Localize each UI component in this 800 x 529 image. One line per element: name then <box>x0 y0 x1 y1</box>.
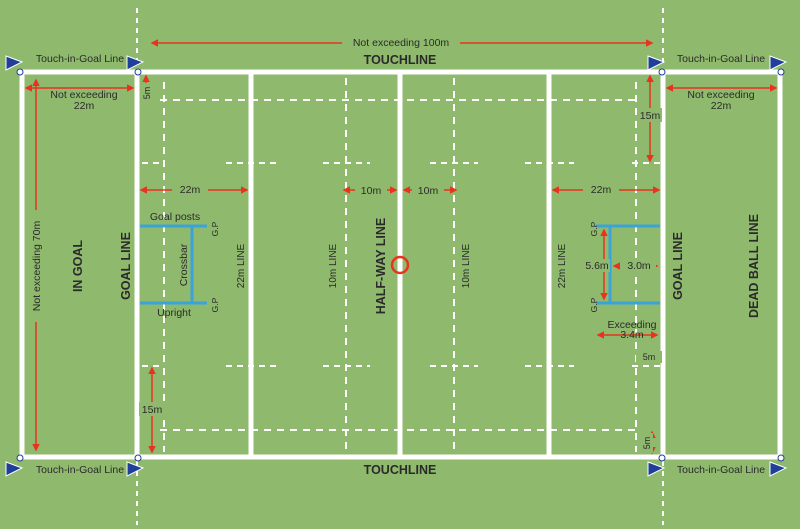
flag-icon <box>5 454 24 477</box>
dim-10m-left-label: 10m <box>361 185 382 197</box>
in-goal-left-dim-line2: 22m <box>74 100 95 112</box>
touch-in-goal-bottom-right-label: Touch-in-Goal Line <box>677 464 765 476</box>
goal-posts-left <box>140 224 207 305</box>
goal-line-extensions <box>136 8 664 525</box>
field-outline <box>19 69 783 460</box>
flag-icon <box>5 55 24 76</box>
crossbar-label: Crossbar <box>178 243 190 286</box>
dim-15m-bottom-left-label: 15m <box>142 404 163 416</box>
gp-right-bottom-label: G.P <box>589 297 599 312</box>
corner-flags <box>5 55 788 477</box>
dim-5-6m-label: 5.6m <box>585 260 609 272</box>
in-goal-right-dim-line2: 22m <box>711 100 732 112</box>
touch-in-goal-bottom-left-label: Touch-in-Goal Line <box>36 464 124 476</box>
line-22m-right-label: 22m LINE <box>557 243 568 288</box>
in-goal-right-dim-line1: Not exceeding <box>687 89 754 101</box>
dim-10m-right-label: 10m <box>418 185 439 197</box>
flag-icon <box>769 55 788 76</box>
upright-label: Upright <box>157 307 191 319</box>
dim-15m-top-right-label: 15m <box>640 110 661 122</box>
flag-icon <box>647 55 666 76</box>
flag-icon <box>126 454 145 477</box>
width-70m-label: Not exceeding 70m <box>31 221 43 312</box>
gp-left-top-label: G.P <box>210 221 220 236</box>
flag-icon <box>126 55 145 76</box>
flag-icon <box>769 454 788 477</box>
dim-3-4m-label: 3.4m <box>620 329 644 341</box>
dim-22m-right-label: 22m <box>591 184 612 196</box>
touch-in-goal-top-left-label: Touch-in-Goal Line <box>36 53 124 65</box>
gp-right-top-label: G.P <box>589 221 599 236</box>
line-22m-left-label: 22m LINE <box>236 243 247 288</box>
goal-posts-label: Goal posts <box>150 211 200 223</box>
goal-line-left-label: GOAL LINE <box>119 232 133 300</box>
top-dimension-label: Not exceeding 100m <box>353 37 450 49</box>
dead-ball-line-label: DEAD BALL LINE <box>747 214 761 318</box>
flag-icon <box>647 454 666 477</box>
15m-dashes <box>142 162 660 367</box>
exceeding-label: Exceeding <box>607 319 656 331</box>
touchline-bottom-label: TOUCHLINE <box>364 463 437 477</box>
goal-line-right-label: GOAL LINE <box>671 232 685 300</box>
in-goal-label: IN GOAL <box>71 240 85 292</box>
dim-3-0m-label: 3.0m <box>627 260 651 272</box>
in-goal-left-dim-line1: Not exceeding <box>50 89 117 101</box>
touch-in-goal-top-right-label: Touch-in-Goal Line <box>677 53 765 65</box>
half-way-line-label: HALF-WAY LINE <box>374 218 388 315</box>
centre-spot <box>390 255 410 275</box>
touchline-top-label: TOUCHLINE <box>364 53 437 67</box>
line-10m-left-label: 10m LINE <box>328 243 339 288</box>
dim-5m-right-middle-label: 5m <box>643 352 656 362</box>
line-10m-right-label: 10m LINE <box>461 243 472 288</box>
gp-left-bottom-label: G.P <box>210 297 220 312</box>
label-backgrounds <box>30 36 662 453</box>
dim-5m-bottom-right-label: 5m <box>642 437 652 450</box>
dim-5m-top-left-label: 5m <box>142 87 152 100</box>
dim-22m-left-label: 22m <box>180 184 201 196</box>
